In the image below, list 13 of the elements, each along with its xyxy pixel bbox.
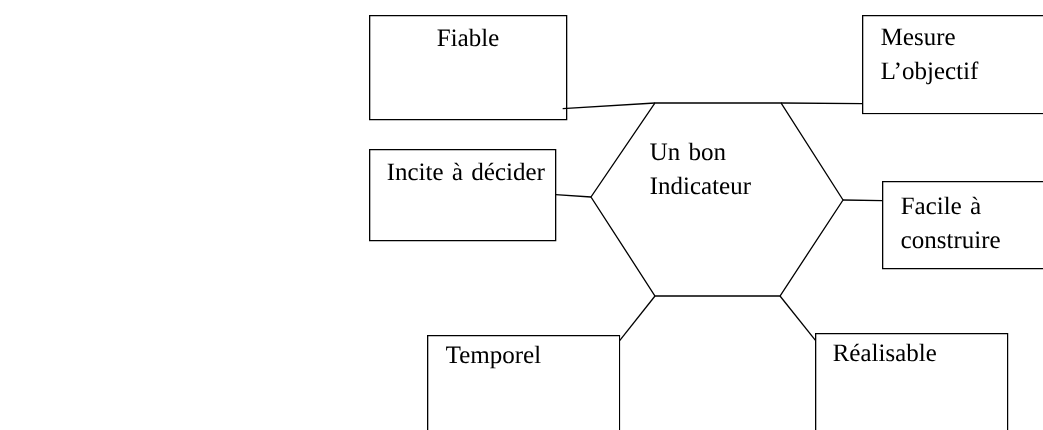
text-box: Temporel <box>427 335 621 430</box>
connector-line <box>555 194 592 198</box>
text-box: Incite à décider <box>369 149 557 242</box>
connector-line <box>780 102 864 105</box>
connector-line <box>779 295 817 342</box>
text-box: Facile à construire <box>882 181 1043 270</box>
hexagon: Un bon Indicateur <box>590 102 844 297</box>
text-box: Mesure L’objectif <box>862 15 1043 115</box>
connector-line <box>842 199 884 202</box>
connector-line <box>562 102 656 110</box>
connector-line <box>619 295 656 342</box>
text-box: Réalisable <box>815 333 1009 430</box>
text-box: Fiable <box>369 15 568 121</box>
